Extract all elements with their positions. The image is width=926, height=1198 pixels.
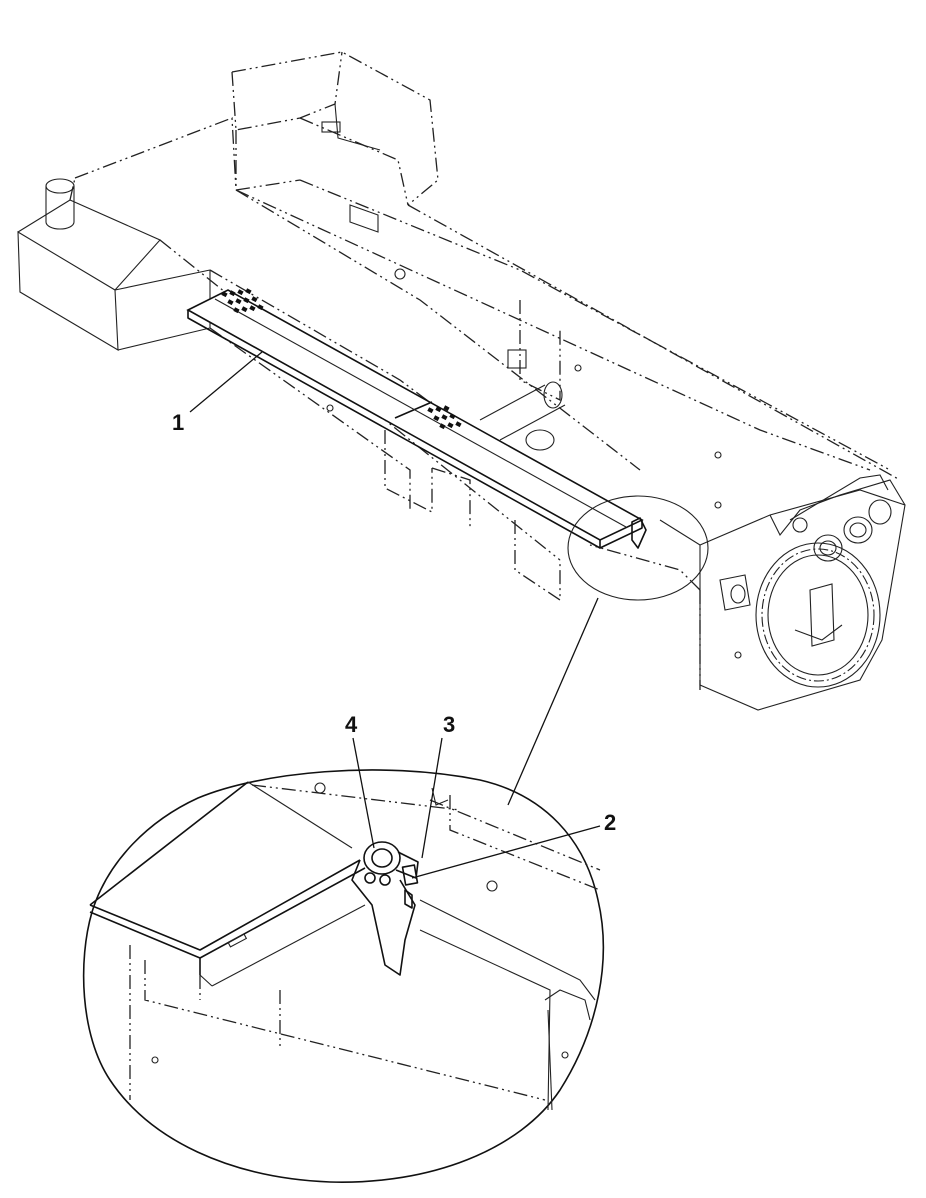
callout-1: 1 [172,410,184,435]
callout-leaders [189,351,601,879]
detail-view [82,769,605,1183]
anti-slip-pad [221,288,264,314]
callout-3: 3 [443,712,455,737]
detail-leader-line [507,597,599,806]
callout-4: 4 [345,712,358,737]
tray-plate [186,288,647,549]
machine-frame [17,51,906,711]
anti-slip-pad [427,405,462,430]
latch-assembly [351,841,419,976]
callout-2: 2 [604,810,616,835]
detail-circle [567,495,709,601]
